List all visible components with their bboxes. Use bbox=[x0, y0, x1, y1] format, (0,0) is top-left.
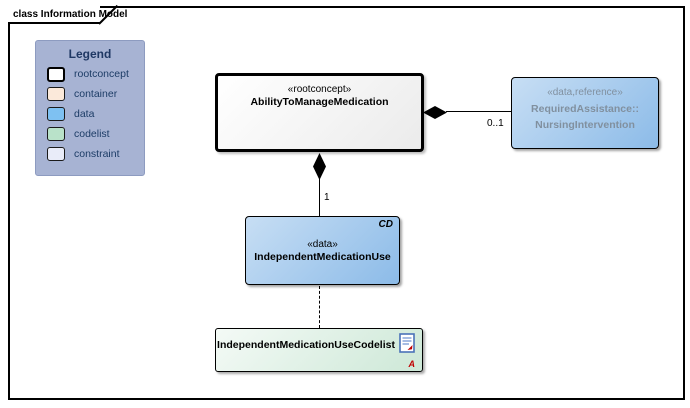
diagram-title: class Information Model bbox=[13, 9, 128, 20]
legend-item-label: constraint bbox=[74, 148, 120, 160]
class-node-independent-medication-use-codelist[interactable]: IndependentMedicationUseCodelist A bbox=[215, 328, 423, 372]
composition-diamond-right bbox=[423, 106, 447, 119]
connector-ability-independent[interactable] bbox=[319, 179, 320, 217]
legend-item-label: data bbox=[74, 108, 95, 120]
legend-item-rootconcept: rootconcept bbox=[47, 66, 144, 82]
legend-title: Legend bbox=[68, 47, 112, 61]
class-node-required-assistance-nursing-intervention[interactable]: «data,reference» RequiredAssistance:: Nu… bbox=[511, 77, 659, 149]
cd-badge: CD bbox=[378, 219, 393, 230]
legend-item-constraint: constraint bbox=[47, 147, 144, 161]
document-artifact-icon bbox=[399, 333, 415, 353]
composition-diamond-down bbox=[313, 153, 326, 180]
multiplicity-label: 1 bbox=[324, 192, 330, 203]
rootconcept-swatch bbox=[47, 66, 65, 82]
legend-item-label: container bbox=[74, 88, 118, 100]
class-name: IndependentMedicationUseCodelist bbox=[217, 339, 395, 351]
legend-item-data: data bbox=[47, 107, 144, 121]
stereotype-label: «rootconcept» bbox=[287, 84, 352, 95]
legend-item-label: codelist bbox=[74, 128, 110, 140]
legend-item-label: rootconcept bbox=[74, 68, 129, 80]
data-swatch bbox=[47, 107, 65, 121]
class-name-line1: RequiredAssistance:: bbox=[531, 103, 639, 115]
stereotype-label: «data,reference» bbox=[547, 87, 623, 98]
connector-ability-required[interactable] bbox=[446, 111, 511, 112]
diagram-frame bbox=[8, 6, 685, 400]
container-swatch bbox=[47, 87, 65, 101]
stereotype-label: «data» bbox=[307, 238, 338, 250]
class-name-line2: NursingIntervention bbox=[535, 119, 635, 131]
legend-item-codelist: codelist bbox=[47, 127, 144, 141]
legend-box[interactable]: Legend rootconcept container data codeli… bbox=[35, 40, 145, 176]
connector-independent-codelist[interactable] bbox=[319, 286, 320, 328]
constraint-swatch bbox=[47, 147, 65, 161]
class-name: AbilityToManageMedication bbox=[250, 96, 389, 108]
legend-item-container: container bbox=[47, 87, 144, 101]
multiplicity-label: 0..1 bbox=[487, 118, 504, 129]
class-node-ability-to-manage-medication[interactable]: «rootconcept» AbilityToManageMedication bbox=[215, 73, 424, 152]
red-a-marker: A bbox=[408, 359, 416, 369]
codelist-swatch bbox=[47, 127, 65, 141]
class-node-independent-medication-use[interactable]: CD «data» IndependentMedicationUse bbox=[245, 216, 400, 285]
class-name: IndependentMedicationUse bbox=[254, 250, 391, 263]
diagram-frame-tab: class Information Model bbox=[8, 6, 127, 24]
